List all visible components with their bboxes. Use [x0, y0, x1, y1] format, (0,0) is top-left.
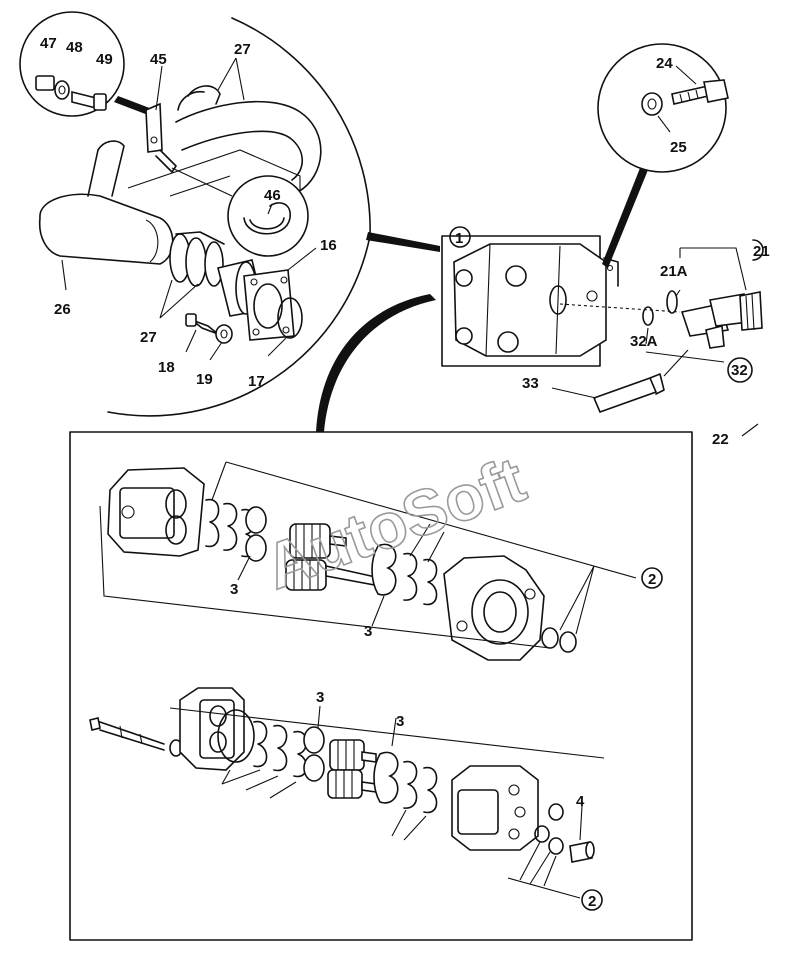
callout-32A: 32A: [630, 333, 658, 350]
callout-26: 26: [54, 301, 71, 318]
callout-18: 18: [158, 359, 175, 376]
callout-25: 25: [670, 139, 687, 156]
pointer-pump-to-exploded: [316, 294, 436, 432]
callout-24: 24: [656, 55, 673, 72]
callout-27-top: 27: [234, 41, 251, 58]
screw-inset-circle: [597, 43, 729, 268]
callout-3-b: 3: [364, 623, 372, 640]
callout-32-circle: [727, 357, 753, 383]
hose-detail-circle: [19, 11, 371, 417]
callout-21: 21: [753, 243, 770, 260]
callout-17: 17: [248, 373, 265, 390]
callout-3-c: 3: [316, 689, 324, 706]
callout-32: 32: [731, 362, 748, 379]
exploded-pump-box: [69, 431, 693, 941]
callout-2-upper: 2: [648, 571, 656, 588]
callout-3-d: 3: [396, 713, 404, 730]
callout-48: 48: [66, 39, 83, 56]
callout-19: 19: [196, 371, 213, 388]
callout-2-lower-circle: [581, 889, 603, 911]
pump-assembly: [441, 235, 763, 437]
callout-45: 45: [150, 51, 167, 68]
callout-22: 22: [712, 431, 729, 448]
callout-49: 49: [96, 51, 113, 68]
callout-47: 47: [40, 35, 57, 52]
callout-2-lower: 2: [588, 893, 596, 910]
callout-27-bottom: 27: [140, 329, 157, 346]
callout-16: 16: [320, 237, 337, 254]
callout-3-a: 3: [230, 581, 238, 598]
callout-21A: 21A: [660, 263, 688, 280]
bolt-inset-circle: [19, 11, 125, 117]
callout-1-circle: [449, 226, 471, 248]
callout-1: 1: [455, 230, 463, 247]
callout-4: 4: [576, 793, 585, 810]
callout-21-circle: [752, 239, 764, 261]
callout-33: 33: [522, 375, 539, 392]
callout-labels: 47 48 49 45 27 46 16 26 27 18 19 17 24 2…: [40, 35, 770, 911]
clip-inset-circle: [227, 175, 309, 257]
callout-46: 46: [264, 187, 281, 204]
pointer-hose-to-pump: [366, 232, 440, 252]
callout-2-upper-circle: [641, 567, 663, 589]
